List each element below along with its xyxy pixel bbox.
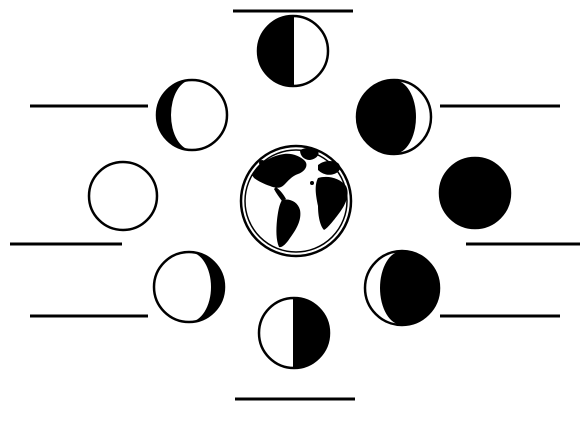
moon-phase-lower-right [365, 251, 439, 325]
moon-phase-upper-left [157, 80, 227, 150]
moon-phase-left [89, 162, 157, 230]
moon-phase-lower-left [154, 252, 224, 322]
moon-phase-top [258, 16, 328, 86]
moon-phase-bottom [259, 298, 329, 368]
moon-phase-upper-right [357, 80, 431, 154]
earth-icon [241, 146, 351, 256]
moon-phase-right [440, 158, 510, 228]
